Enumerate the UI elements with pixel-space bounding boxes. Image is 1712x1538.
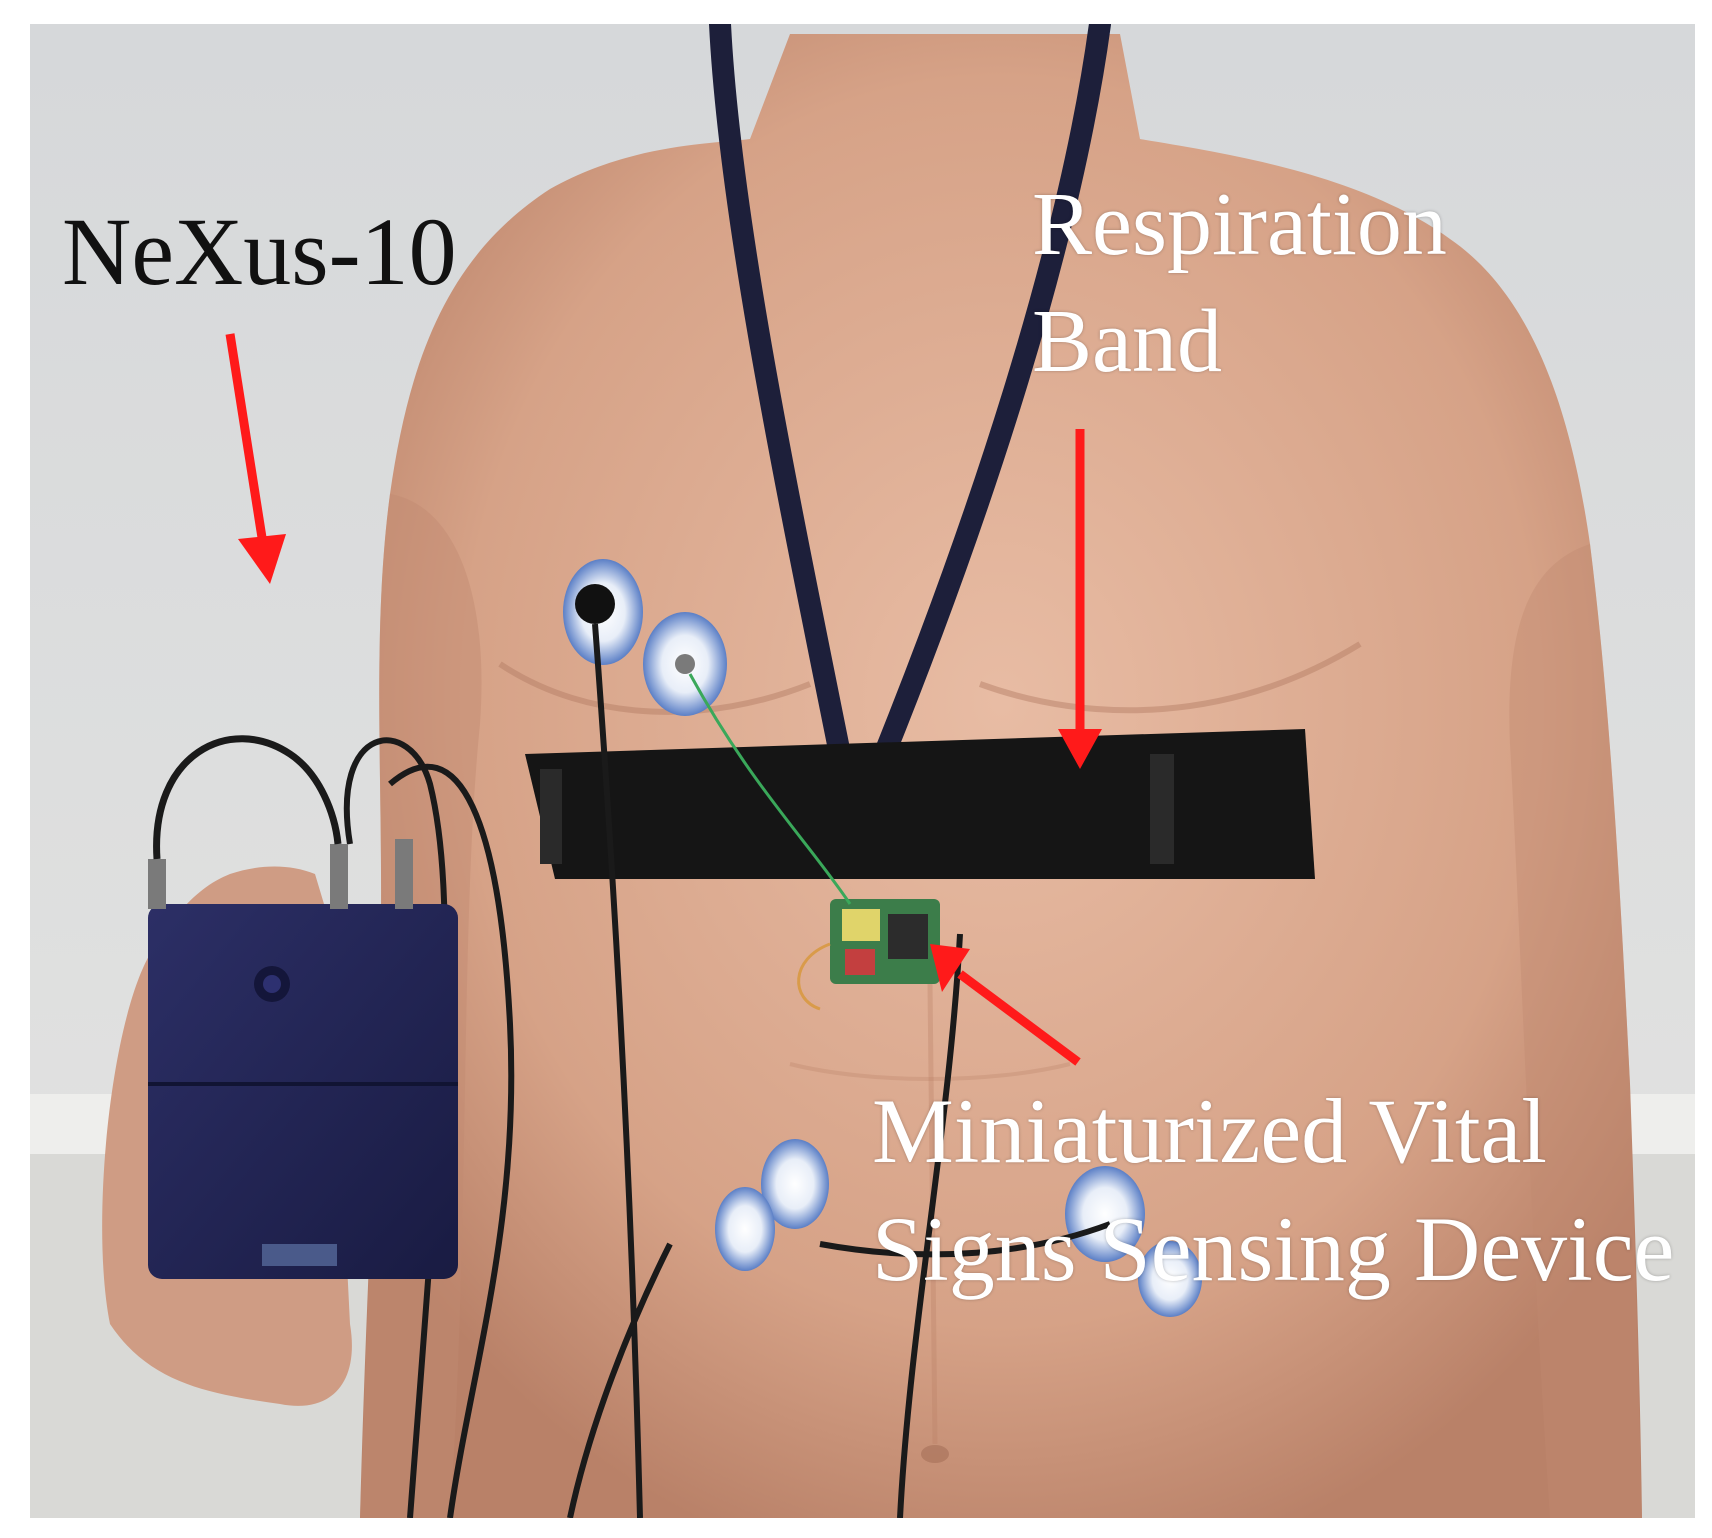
label-nexus-10: NeXus-10 bbox=[62, 198, 457, 305]
photograph bbox=[30, 24, 1695, 1518]
label-band: Band bbox=[1032, 292, 1222, 391]
respiration-band bbox=[525, 729, 1315, 879]
arrow-sensing-device bbox=[930, 944, 1081, 1066]
arrow-respiration-band bbox=[1058, 429, 1102, 769]
label-signs-sensing-device: Signs Sensing Device bbox=[872, 1198, 1675, 1300]
annotation-arrows bbox=[225, 333, 1102, 1066]
label-respiration: Respiration bbox=[1032, 175, 1447, 274]
navel bbox=[921, 1445, 949, 1463]
nexus-device bbox=[148, 735, 458, 1279]
lanyard bbox=[709, 24, 861, 815]
cables bbox=[343, 623, 1112, 1518]
label-miniaturized-vital: Miniaturized Vital bbox=[872, 1080, 1547, 1182]
sensing-device bbox=[688, 673, 940, 1011]
arrow-nexus bbox=[225, 333, 286, 584]
electrodes bbox=[563, 559, 1202, 1317]
